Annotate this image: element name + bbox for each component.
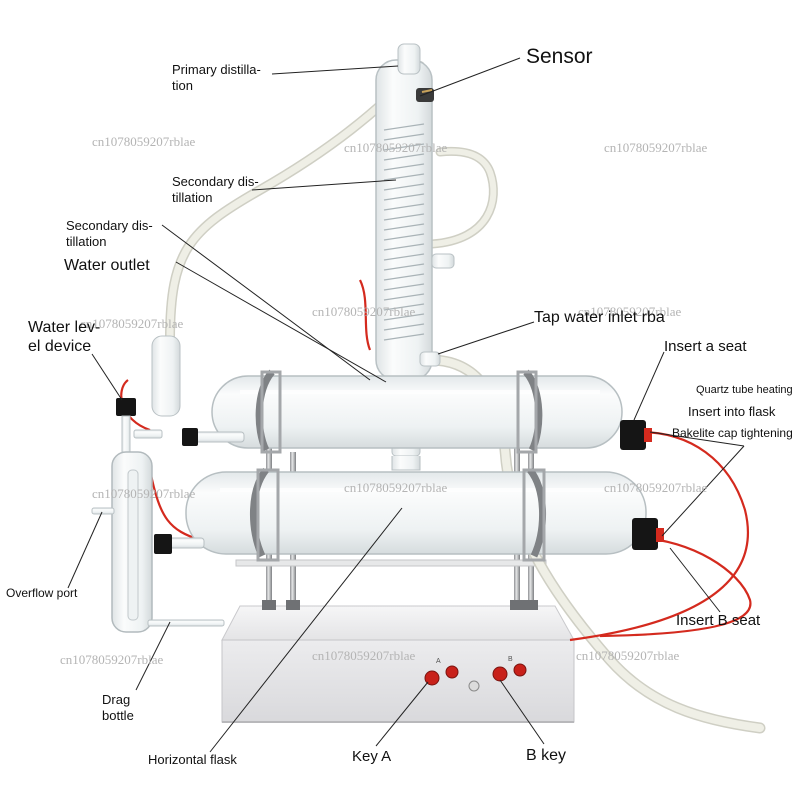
base-top-face: [221, 605, 575, 641]
label-b-key: B key: [526, 747, 567, 764]
watermark-text: cn1078059207rblae: [576, 648, 680, 663]
label-primary-distillation: Primary distilla- tion: [172, 62, 261, 93]
label-sensor: Sensor: [526, 45, 593, 68]
watermark-text: cn1078059207rblae: [578, 304, 682, 319]
label-horizontal-flask: Horizontal flask: [148, 752, 237, 767]
label-secondary-distillation-upper: Secondary dis- tillation: [172, 174, 259, 205]
watermark-text: cn1078059207rblae: [344, 480, 448, 495]
upper-horizontal-flask: [183, 375, 623, 449]
label-overflow-port: Overflow port: [6, 586, 78, 600]
watermark-text: cn1078059207rblae: [604, 140, 708, 155]
label-insert-a-seat: Insert a seat: [664, 338, 747, 355]
label-quartz-tube-heating: Quartz tube heating: [696, 384, 793, 396]
watermark-text: cn1078059207rblae: [344, 140, 448, 155]
watermark-text: cn1078059207rblae: [604, 480, 708, 495]
watermark-text: cn1078059207rblae: [92, 486, 196, 501]
base-stand: [221, 605, 575, 723]
watermark-text: cn1078059207rblae: [312, 304, 416, 319]
heater-caps: [154, 420, 664, 554]
label-tap-water-inlet: Tap water inlet rba: [534, 309, 665, 326]
watermark-text: cn1078059207rblae: [60, 652, 164, 667]
flask-clamps: [250, 369, 546, 562]
watermark-text: cn1078059207rblae: [80, 316, 184, 331]
label-water-level-device: Water lev- el device: [28, 319, 101, 356]
condenser-coil: [383, 123, 425, 341]
lower-horizontal-flask: [163, 456, 647, 555]
panel-key-a-marker: A: [436, 658, 441, 665]
panel-key-b-marker: B: [508, 656, 513, 663]
watermark-text: cn1078059207rblae: [92, 134, 196, 149]
heater-cables: [120, 279, 752, 642]
leader-lines: [67, 57, 745, 753]
label-bakelite-cap-tightening: Bakelite cap tightening: [672, 426, 793, 440]
label-insert-into-flask: Insert into flask: [688, 404, 776, 419]
label-key-a: Key A: [352, 748, 392, 765]
control-panel: [424, 663, 527, 692]
label-water-outlet: Water outlet: [64, 257, 150, 274]
label-drag-bottle: Drag bottle: [102, 692, 134, 723]
label-insert-b-seat: Insert B seat: [676, 612, 761, 629]
water-level-device: [91, 335, 225, 633]
watermark-text: cn1078059207rblae: [312, 648, 416, 663]
label-secondary-distillation-lower: Secondary dis- tillation: [66, 218, 153, 249]
